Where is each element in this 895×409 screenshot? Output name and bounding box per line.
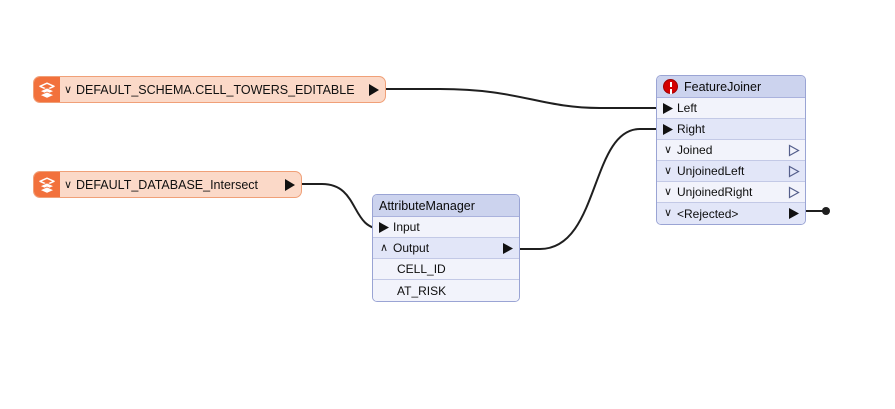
chevron-down-icon[interactable]: ∨ bbox=[663, 185, 673, 198]
wire-endpoint-dot bbox=[822, 207, 830, 215]
transformer-node-attribute-manager[interactable]: AttributeManager Input ∧ Output CELL_ID … bbox=[372, 194, 520, 302]
output-arrow-icon[interactable] bbox=[279, 172, 301, 197]
port-label: Input bbox=[393, 220, 420, 234]
port-label: <Rejected> bbox=[677, 206, 739, 221]
layers-stack-icon bbox=[34, 172, 60, 197]
port-row-left[interactable]: Left bbox=[657, 98, 805, 119]
reader-collapse-chevron-icon[interactable]: ∨ bbox=[63, 84, 73, 96]
layers-stack-icon bbox=[34, 77, 60, 102]
port-row-right[interactable]: Right bbox=[657, 119, 805, 140]
port-row-output[interactable]: ∧ Output bbox=[373, 238, 519, 259]
attribute-label: CELL_ID bbox=[397, 262, 446, 276]
node-title: FeatureJoiner bbox=[684, 79, 762, 94]
port-row-unjoined-right[interactable]: ∨ UnjoinedRight bbox=[657, 182, 805, 203]
output-arrow-outline-icon[interactable] bbox=[783, 185, 805, 199]
reader-node-intersect[interactable]: ∨ DEFAULT_DATABASE_Intersect bbox=[33, 171, 302, 198]
output-arrow-icon[interactable] bbox=[497, 242, 519, 255]
reader-label: DEFAULT_SCHEMA.CELL_TOWERS_EDITABLE bbox=[76, 82, 355, 97]
attribute-row[interactable]: AT_RISK bbox=[373, 280, 519, 301]
attribute-row[interactable]: CELL_ID bbox=[373, 259, 519, 280]
port-label: Joined bbox=[677, 143, 713, 157]
wire-celltowers-to-left bbox=[385, 88, 663, 109]
reader-collapse-chevron-icon[interactable]: ∨ bbox=[63, 179, 73, 191]
port-label: Left bbox=[677, 101, 698, 115]
port-row-joined[interactable]: ∨ Joined bbox=[657, 140, 805, 161]
chevron-down-icon[interactable]: ∨ bbox=[663, 207, 673, 219]
chevron-down-icon[interactable]: ∨ bbox=[663, 164, 673, 177]
port-row-unjoined-left[interactable]: ∨ UnjoinedLeft bbox=[657, 161, 805, 182]
wire-intersect-to-input bbox=[301, 183, 383, 230]
reader-node-cell-towers[interactable]: ∨ DEFAULT_SCHEMA.CELL_TOWERS_EDITABLE bbox=[33, 76, 386, 103]
reader-label: DEFAULT_DATABASE_Intersect bbox=[76, 177, 259, 192]
port-label: UnjoinedRight bbox=[677, 185, 753, 199]
port-label: UnjoinedLeft bbox=[677, 164, 745, 178]
chevron-up-icon[interactable]: ∧ bbox=[379, 241, 389, 254]
output-arrow-icon[interactable] bbox=[363, 77, 385, 102]
output-arrow-outline-icon[interactable] bbox=[783, 164, 805, 178]
node-title: AttributeManager bbox=[379, 198, 475, 213]
input-arrow-icon bbox=[659, 102, 677, 115]
output-arrow-outline-icon[interactable] bbox=[783, 143, 805, 157]
node-header[interactable]: AttributeManager bbox=[373, 195, 519, 217]
port-label: Output bbox=[393, 241, 430, 255]
node-header[interactable]: FeatureJoiner bbox=[657, 76, 805, 98]
chevron-down-icon[interactable]: ∨ bbox=[663, 143, 673, 156]
port-label: Right bbox=[677, 122, 706, 136]
input-arrow-icon bbox=[375, 221, 393, 234]
wire-output-to-right bbox=[517, 128, 663, 250]
input-arrow-icon bbox=[659, 123, 677, 136]
port-row-rejected[interactable]: ∨ <Rejected> bbox=[657, 203, 805, 224]
port-row-input[interactable]: Input bbox=[373, 217, 519, 238]
attribute-label: AT_RISK bbox=[397, 283, 447, 298]
output-arrow-icon[interactable] bbox=[783, 207, 805, 220]
error-exclamation-icon[interactable] bbox=[663, 79, 678, 94]
transformer-node-feature-joiner[interactable]: FeatureJoiner Left Right ∨ Joined ∨ U bbox=[656, 75, 806, 225]
